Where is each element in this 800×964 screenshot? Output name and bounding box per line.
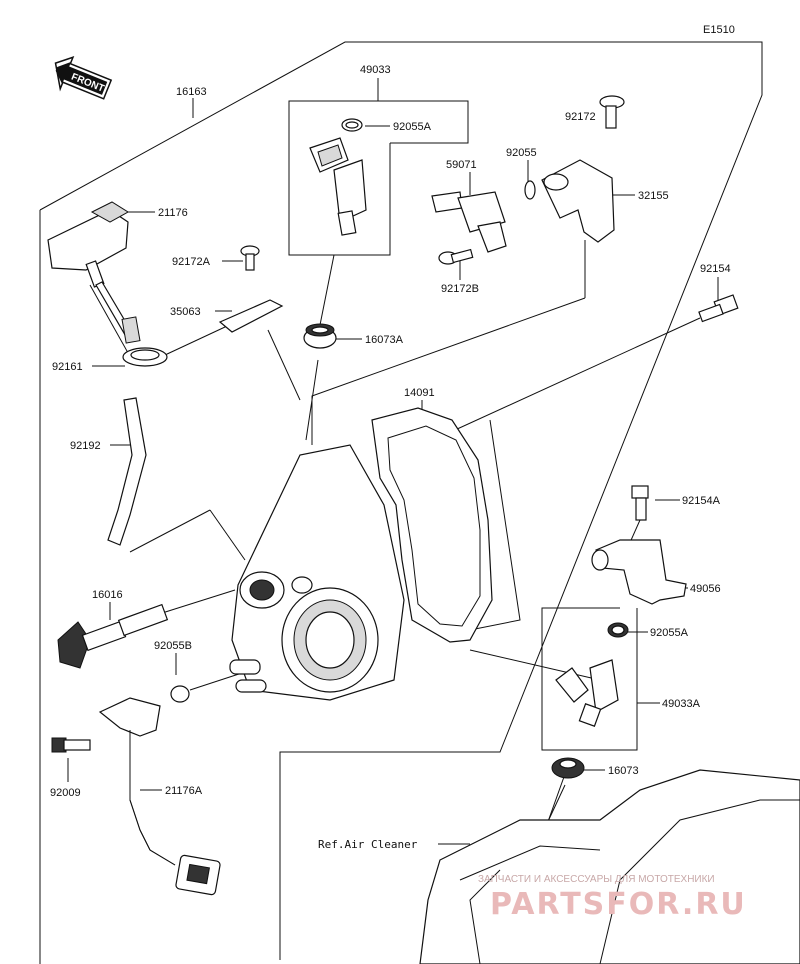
oring-92055: [524, 180, 536, 200]
label-16163: 16163: [176, 86, 207, 98]
bolt-92009: [51, 737, 91, 753]
screw-92172A: [240, 245, 260, 271]
label-14091: 14091: [404, 387, 435, 399]
label-21176: 21176: [158, 207, 188, 219]
injector-49033: [309, 118, 367, 236]
label-92172: 92172: [565, 111, 596, 123]
assembly-outline: [39, 41, 763, 960]
sensor-59071: [431, 191, 507, 253]
label-16016: 16016: [92, 589, 123, 601]
throttle-body: [229, 444, 405, 701]
sensor-16016: [57, 603, 169, 669]
watermark-top: ЗАПЧАСТИ И АКСЕССУАРЫ ДЛЯ МОТОТЕХНИКИ: [478, 874, 715, 885]
screw-92172B: [438, 248, 474, 265]
label-49033A: 49033A: [662, 698, 701, 710]
label-35063: 35063: [170, 306, 201, 318]
label-49056: 49056: [690, 583, 721, 595]
label-92055A: 92055A: [393, 121, 432, 133]
injector-49033A: [555, 659, 619, 727]
label-92172B: 92172B: [441, 283, 479, 295]
holder-49056: [591, 539, 687, 605]
label-92055B: 92055B: [154, 640, 192, 652]
label-16073A: 16073A: [365, 334, 404, 346]
sensor-21176A: [98, 697, 221, 896]
screw-92172: [599, 95, 625, 129]
label-92009: 92009: [50, 787, 81, 799]
label-59071: 59071: [446, 159, 477, 171]
label-32155: 32155: [638, 190, 669, 202]
label-92161: 92161: [52, 361, 83, 373]
air-cleaner-housing: [419, 769, 800, 964]
front-arrow-icon: FRONT: [54, 56, 113, 100]
cover-14091: [371, 407, 493, 643]
sensor-21176: [47, 201, 141, 344]
label-21176A: 21176A: [165, 785, 203, 797]
label-92055A-2: 92055A: [650, 627, 689, 639]
oring-92055B: [170, 685, 190, 703]
label-92055: 92055: [506, 147, 537, 159]
bolt-92154: [698, 294, 739, 323]
bolt-92154A: [631, 485, 649, 521]
box-49033: [288, 100, 469, 256]
label-16073: 16073: [608, 765, 639, 777]
label-49033: 49033: [360, 64, 391, 76]
bracket-35063: [218, 299, 284, 333]
diagram-code: E1510: [703, 24, 735, 36]
label-92172A: 92172A: [172, 256, 211, 268]
seal-16073A: [303, 323, 337, 349]
holder-32155: [541, 159, 615, 243]
label-92154A: 92154A: [682, 495, 721, 507]
label-ref-air-cleaner: Ref.Air Cleaner: [318, 838, 418, 851]
watermark-logo: PARTSFOR.RU: [490, 887, 747, 922]
seal-16073: [551, 757, 585, 779]
label-92192: 92192: [70, 440, 101, 452]
label-92154: 92154: [700, 263, 731, 275]
hose-92192: [107, 397, 147, 546]
